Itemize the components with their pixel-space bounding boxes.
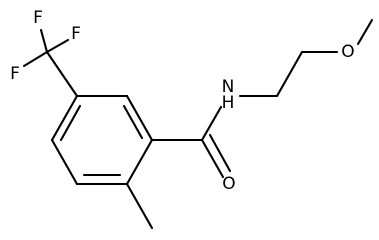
ring-inner-double-bond-3 — [59, 104, 82, 142]
ring-bond-c2-c3 — [125, 94, 154, 142]
atom-label-amide-n: N — [222, 77, 235, 97]
bond-cf3-carbon-to-f-left — [22, 50, 49, 68]
molecule-structure-diagram: F F F N H O O — [10, 8, 374, 230]
ring-bond-c6-c1 — [50, 94, 79, 142]
atom-label-f-right: F — [71, 24, 81, 44]
bond-ch2-to-ch2 — [275, 50, 304, 98]
trifluoromethyl-group — [22, 28, 79, 98]
benzene-ring — [50, 94, 154, 186]
atom-label-f-top: F — [33, 8, 43, 28]
methoxyethyl-chain — [238, 18, 374, 98]
atom-label-f-left: F — [10, 64, 20, 84]
bond-cf3-carbon-to-f-top — [39, 28, 49, 54]
atom-label-carbonyl-o: O — [222, 174, 235, 194]
atom-label-ether-o: O — [341, 42, 354, 62]
bond-carbonyl-carbon-to-n — [200, 105, 223, 142]
ring-bond-c5-c6 — [50, 138, 79, 186]
bond-carbonyl-co-b — [208, 133, 232, 173]
amide-group — [150, 105, 232, 179]
bond-cf3-carbon-to-f-right — [45, 38, 70, 54]
ring-bond-c3-c4 — [125, 138, 154, 186]
atom-labels: F F F N H O O — [10, 8, 355, 194]
ring-inner-double-bond-1 — [122, 104, 144, 140]
bond-ring-to-methyl — [125, 182, 154, 230]
bond-carbonyl-co-a — [200, 138, 225, 179]
bond-cf3-carbon-to-ring — [45, 50, 79, 98]
bond-o-to-ch3 — [356, 18, 374, 46]
atom-label-amide-h: H — [222, 93, 235, 113]
